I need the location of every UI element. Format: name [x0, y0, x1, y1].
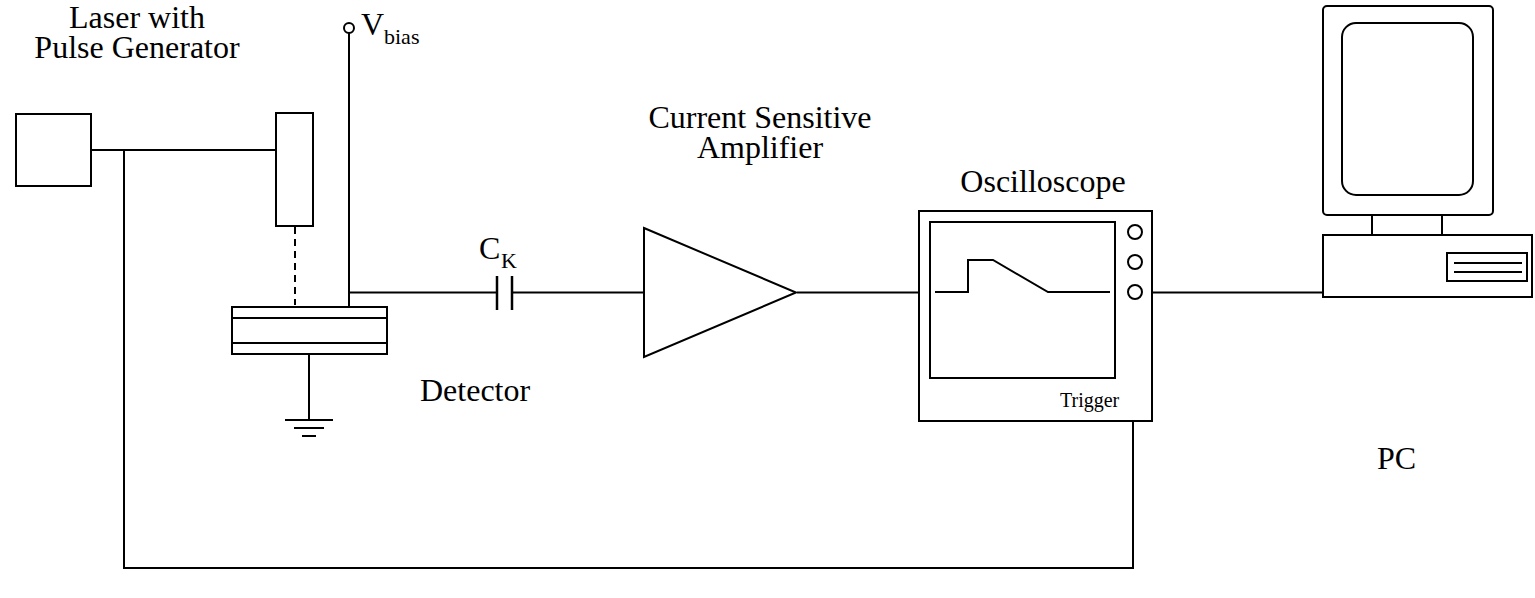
bias-wire [348, 33, 350, 306]
waveform [935, 260, 1110, 292]
computer-base [1323, 235, 1532, 297]
ground-symbol [285, 419, 333, 421]
signal-wire [797, 292, 918, 294]
bias-terminal [344, 23, 354, 33]
device-label: Oscilloscope [918, 165, 1168, 197]
laser-beam [294, 227, 296, 305]
capacitor-symbol: C [479, 232, 500, 264]
pulse-generator-outline [15, 113, 92, 187]
oscilloscope: OscilloscopeTrigger [918, 210, 1153, 422]
control-knob [1128, 285, 1142, 299]
voltage-symbol: V [361, 8, 384, 40]
detector-body [232, 307, 387, 354]
pulse-generator: Laser with Pulse Generator [15, 113, 92, 187]
control-knob [1128, 225, 1142, 239]
input-label: Trigger [1060, 390, 1119, 410]
detector-outline [231, 306, 388, 355]
amplifier-triangle [644, 228, 796, 357]
capacitor-plate [496, 276, 499, 310]
monitor-screen [1342, 23, 1473, 195]
laser-head [276, 113, 313, 226]
device-label: PC [1377, 442, 1416, 474]
detector-layer [232, 342, 387, 344]
capacitor-subscript: K [501, 250, 517, 272]
voltage-subscript: bias [384, 26, 419, 48]
oscilloscope-case [919, 211, 1152, 421]
current-amplifier-outline [643, 227, 797, 358]
drive-slot [1454, 262, 1522, 264]
computer: PC [1322, 5, 1533, 298]
drive-slot [1454, 271, 1522, 273]
capacitor-plate [511, 276, 514, 310]
computer-outline [1322, 5, 1533, 298]
monitor-case [1323, 6, 1493, 215]
pulse-generator-box [16, 114, 91, 186]
device-label: Detector [420, 374, 530, 406]
current-amplifier: Current Sensitive Amplifier [643, 227, 797, 358]
ground-wire [308, 355, 310, 420]
capacitor-gap [498, 284, 511, 301]
ground-symbol [294, 427, 324, 429]
detector-layer [232, 317, 387, 319]
detector: Detector [231, 306, 388, 355]
disk-drive [1447, 253, 1527, 281]
oscilloscope-screen [930, 222, 1115, 378]
laser-feed-wire [92, 149, 276, 151]
device-label: Laser with Pulse Generator [2, 2, 272, 62]
device-label: Current Sensitive Amplifier [610, 102, 910, 162]
signal-wire [1153, 292, 1322, 294]
monitor-stand [1372, 215, 1442, 235]
control-knob [1128, 255, 1142, 269]
ground-symbol [302, 435, 316, 437]
